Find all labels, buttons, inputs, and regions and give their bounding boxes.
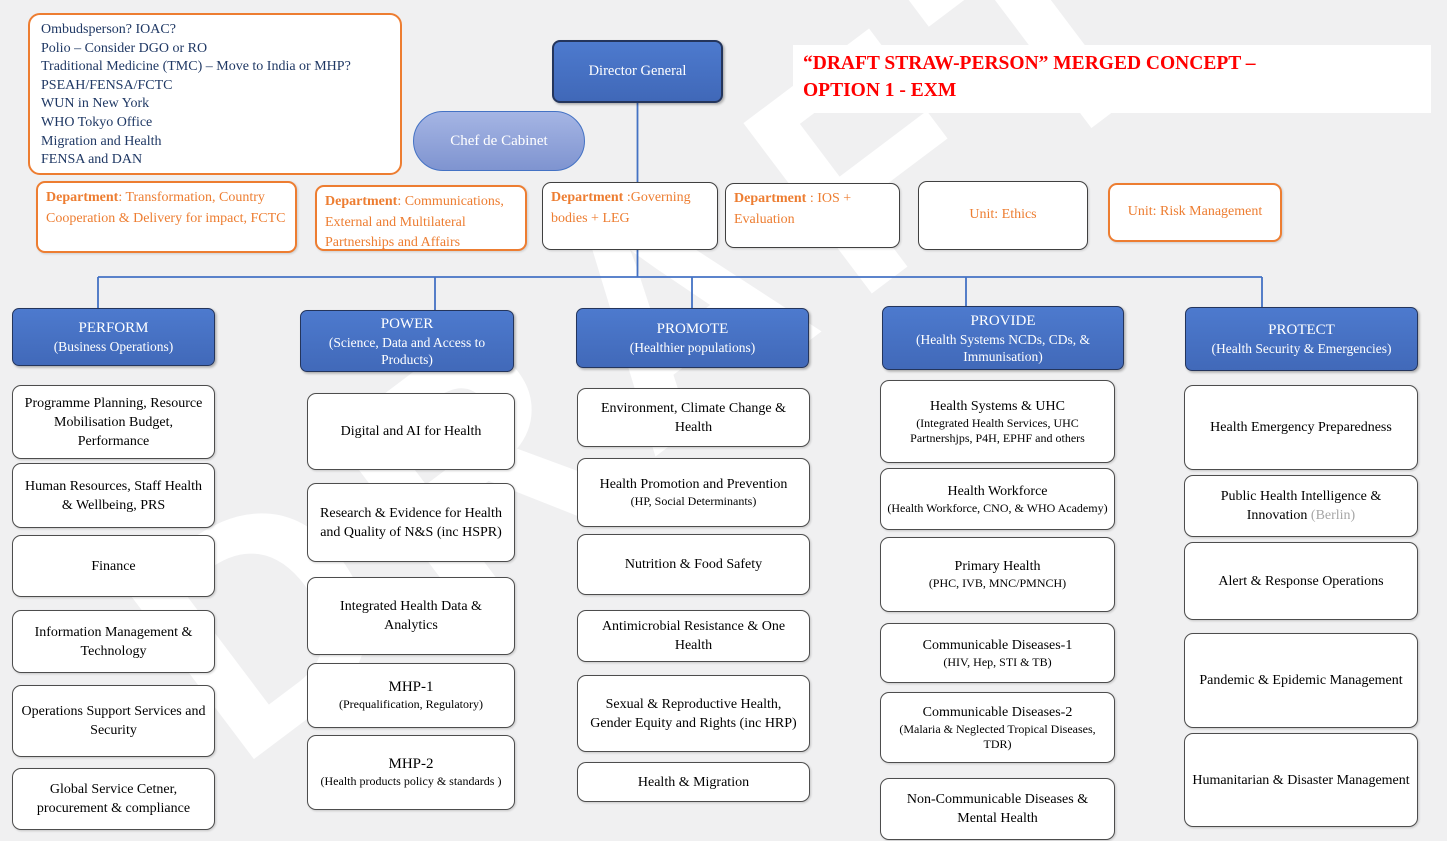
notes-box: Ombudsperson? IOAC? Polio – Consider DGO… (28, 13, 402, 175)
note-line: Polio – Consider DGO or RO (41, 40, 208, 56)
dept-label-text: : Transformation, Country Cooperation & … (46, 190, 286, 226)
dept-label-text: : Communications, External and Multilate… (325, 194, 504, 250)
chef-de-cabinet-box: Chef de Cabinet (413, 111, 585, 171)
dept-label-text: : IOS + Evaluation (734, 191, 852, 227)
protect-item-emergency-preparedness: Health Emergency Preparedness (1184, 385, 1418, 470)
slide-title: “DRAFT STRAW-PERSON” MERGED CONCEPT – OP… (793, 45, 1431, 113)
perform-item-information-management: Information Management & Technology (12, 610, 215, 673)
notes-list: Ombudsperson? IOAC? Polio – Consider DGO… (41, 21, 389, 170)
pillar-title: PROVIDE (970, 312, 1036, 329)
slide-title-line-1: “DRAFT STRAW-PERSON” MERGED CONCEPT – (803, 53, 1256, 74)
perform-item-finance: Finance (12, 535, 215, 597)
dept-communications: Department: Communications, External and… (315, 185, 527, 251)
unit-label-text: Unit: Ethics (969, 207, 1037, 223)
slide-title-line-2: OPTION 1 - EXM (803, 80, 957, 101)
provide-item-communicable-diseases-1: Communicable Diseases-1 (HIV, Hep, STI &… (880, 623, 1115, 683)
dept-label-prefix: Department (551, 190, 624, 205)
promote-item-environment-climate: Environment, Climate Change & Health (577, 388, 810, 447)
promote-item-health-migration: Health & Migration (577, 762, 810, 802)
note-line: WUN in New York (41, 96, 150, 112)
protect-item-pandemic-epidemic: Pandemic & Epidemic Management (1184, 633, 1418, 728)
promote-item-health-promotion: Health Promotion and Prevention (HP, Soc… (577, 458, 810, 527)
pillar-title: PROMOTE (656, 321, 729, 337)
chef-de-cabinet-label: Chef de Cabinet (450, 132, 548, 149)
pillar-title: POWER (380, 315, 434, 332)
provide-item-health-workforce: Health Workforce (Health Workforce, CNO,… (880, 468, 1115, 530)
unit-label-text: Unit: Risk Management (1127, 204, 1263, 220)
pillar-perform-header: PERFORM (Business Operations) (12, 308, 215, 366)
protect-item-alert-response: Alert & Response Operations (1184, 542, 1418, 620)
pillar-provide-header: PROVIDE (Health Systems NCDs, CDs, & Imm… (882, 306, 1124, 370)
power-item-mhp-2: MHP-2 (Health products policy & standard… (307, 735, 515, 810)
unit-ethics: Unit: Ethics (918, 181, 1088, 250)
pillar-subtitle: (Health Systems NCDs, CDs, & Immunisatio… (915, 331, 1090, 364)
promote-item-amr-one-health: Antimicrobial Resistance & One Health (577, 610, 810, 662)
power-item-mhp-1: MHP-1 (Prequalification, Regulatory) (307, 663, 515, 728)
dept-transformation: Department: Transformation, Country Coop… (36, 181, 297, 253)
unit-risk-management: Unit: Risk Management (1108, 183, 1282, 242)
perform-item-human-resources: Human Resources, Staff Health & Wellbein… (12, 463, 215, 528)
pillar-title: PROTECT (1268, 322, 1335, 338)
power-item-digital-ai: Digital and AI for Health (307, 393, 515, 470)
note-line: FENSA and DAN (41, 152, 143, 168)
director-general-box: Director General (552, 40, 723, 103)
director-general-label: Director General (588, 63, 687, 79)
dept-label-prefix: Department (734, 191, 807, 206)
protect-item-humanitarian-disaster: Humanitarian & Disaster Management (1184, 733, 1418, 827)
note-line: Migration and Health (41, 133, 162, 149)
note-line: Traditional Medicine (TMC) – Move to Ind… (41, 59, 351, 75)
protect-item-public-health-intelligence: Public Health Intelligence & Innovation … (1184, 475, 1418, 537)
pillar-power-header: POWER (Science, Data and Access to Produ… (300, 310, 514, 372)
perform-item-programme-planning: Programme Planning, Resource Mobilisatio… (12, 385, 215, 459)
note-line: WHO Tokyo Office (41, 114, 153, 130)
dept-label-prefix: Department (46, 190, 119, 205)
power-item-research-evidence: Research & Evidence for Health and Quali… (307, 483, 515, 562)
dept-governing-bodies: Department :Governing bodies + LEG (542, 182, 718, 250)
pillar-subtitle: (Science, Data and Access to Products) (328, 334, 486, 367)
note-line: PSEAH/FENSA/FCTC (41, 77, 173, 93)
provide-item-primary-health: Primary Health (PHC, IVB, MNC/PMNCH) (880, 537, 1115, 612)
perform-item-operations-support: Operations Support Services and Security (12, 685, 215, 757)
pillar-subtitle: (Business Operations) (53, 339, 174, 354)
power-item-integrated-health-data: Integrated Health Data & Analytics (307, 577, 515, 655)
pillar-title: PERFORM (78, 320, 149, 336)
dept-label-text: :Governing bodies + LEG (551, 190, 691, 226)
pillar-subtitle: (Healthier populations) (629, 340, 756, 355)
promote-item-nutrition-food-safety: Nutrition & Food Safety (577, 534, 810, 595)
perform-item-global-service-center: Global Service Cetner, procurement & com… (12, 768, 215, 830)
provide-item-ncd-mental-health: Non-Communicable Diseases & Mental Healt… (880, 778, 1115, 840)
promote-item-srh-gender-equity: Sexual & Reproductive Health, Gender Equ… (577, 675, 810, 752)
pillar-promote-header: PROMOTE (Healthier populations) (576, 308, 809, 368)
provide-item-communicable-diseases-2: Communicable Diseases-2 (Malaria & Negle… (880, 692, 1115, 763)
dept-label-prefix: Department (325, 194, 398, 209)
note-line: Ombudsperson? IOAC? (41, 22, 176, 37)
dept-ios-evaluation: Department : IOS + Evaluation (725, 183, 900, 248)
provide-item-health-systems-uhc: Health Systems & UHC (Integrated Health … (880, 380, 1115, 463)
berlin-location-note: (Berlin) (1310, 508, 1356, 523)
pillar-protect-header: PROTECT (Health Security & Emergencies) (1185, 307, 1418, 371)
pillar-subtitle: (Health Security & Emergencies) (1211, 341, 1392, 356)
